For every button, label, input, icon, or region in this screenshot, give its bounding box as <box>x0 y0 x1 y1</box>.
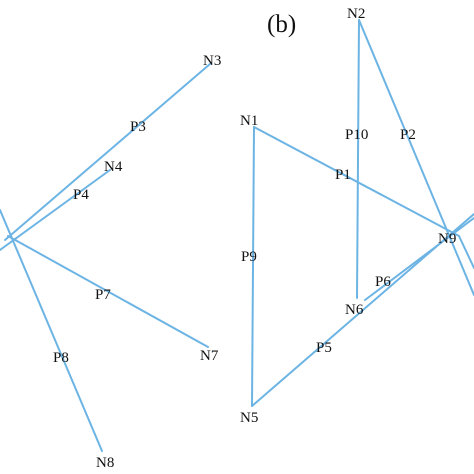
node-label-n7: N7 <box>200 348 219 364</box>
edge-n1-n9 <box>253 126 460 237</box>
edge-n1-n5 <box>251 126 255 407</box>
path-label-p7: P7 <box>95 287 111 303</box>
edge-hub-n7 <box>7 235 209 348</box>
node-label-n6: N6 <box>345 302 364 318</box>
path-label-p4: P4 <box>73 187 89 203</box>
node-label-n4: N4 <box>104 159 123 175</box>
path-label-p1: P1 <box>335 167 351 183</box>
path-label-p10: P10 <box>345 127 368 143</box>
edge-hub-n8 <box>0 209 103 452</box>
path-label-p5: P5 <box>316 340 332 356</box>
node-label-n3: N3 <box>203 53 221 69</box>
edge-hub-n3 <box>4 63 211 241</box>
path-label-p8: P8 <box>53 350 69 366</box>
edge-n9-exit <box>458 235 474 269</box>
node-label-n5: N5 <box>240 410 258 426</box>
edge-n6-n9 <box>364 217 474 301</box>
edge-hub-n4 <box>0 169 111 251</box>
panel-label: (b) <box>267 11 296 38</box>
path-label-p2: P2 <box>400 127 416 143</box>
node-label-n8: N8 <box>96 455 114 471</box>
path-label-p9: P9 <box>241 249 257 265</box>
path-label-p3: P3 <box>130 119 146 135</box>
node-label-n2: N2 <box>347 6 365 22</box>
edge-n2-p2 <box>358 19 474 296</box>
edge-n2-n6 <box>356 19 360 299</box>
node-label-n9: N9 <box>438 231 456 247</box>
node-label-n1: N1 <box>240 113 258 129</box>
path-label-p6: P6 <box>375 274 391 290</box>
